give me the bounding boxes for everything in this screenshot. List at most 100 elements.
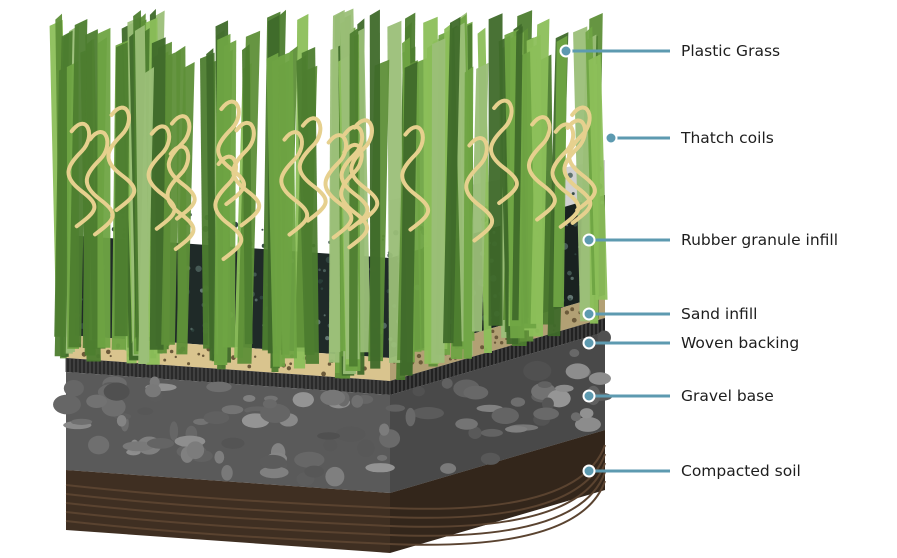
grass-blade xyxy=(134,24,150,363)
rubber-granule xyxy=(325,335,330,341)
gravel-stone xyxy=(145,384,161,398)
sand-speck xyxy=(418,360,423,365)
gravel-stone xyxy=(137,407,154,415)
thatch-coil xyxy=(562,118,593,225)
gravel-stone xyxy=(101,397,126,417)
grass-blade xyxy=(588,54,608,300)
rubber-granule xyxy=(318,268,321,272)
thatch-coil xyxy=(323,133,354,240)
gravel-stone xyxy=(323,439,338,452)
gravel-stone xyxy=(385,404,406,412)
gravel-stone xyxy=(379,423,390,436)
gravel-stone xyxy=(320,389,346,406)
grass-blade xyxy=(242,44,253,345)
thatch-coil xyxy=(400,125,430,232)
thatch-coil xyxy=(66,121,97,229)
gravel-stone xyxy=(480,452,501,465)
sand-speck xyxy=(201,354,205,358)
label-rubber-granule-infill: Rubber granule infill xyxy=(681,231,839,249)
thatch-coil xyxy=(106,105,137,213)
grass-blade xyxy=(369,9,381,369)
thatch-coil xyxy=(349,118,380,225)
gravel-stone xyxy=(294,451,325,468)
gravel-stone xyxy=(510,397,526,407)
gravel-stone xyxy=(523,360,552,381)
sand-speck xyxy=(416,353,422,359)
sand-speck xyxy=(109,354,112,358)
grass-blade xyxy=(431,38,446,363)
rubber-granule xyxy=(261,228,264,231)
thatch-coil xyxy=(213,154,244,262)
gravel-stone xyxy=(463,385,489,400)
rubber-granule xyxy=(570,276,574,281)
grass-blade xyxy=(114,41,130,337)
woven-backing-layer xyxy=(66,318,605,395)
gravel-stone xyxy=(555,384,574,393)
sand-speck xyxy=(197,352,201,356)
rubber-granule xyxy=(322,269,326,273)
thatch-coil xyxy=(166,114,197,221)
gravel-stone xyxy=(317,432,341,440)
gravel-stone xyxy=(412,406,444,420)
gravel-stone xyxy=(405,407,416,427)
thatch-coil xyxy=(527,115,557,222)
grass-blade xyxy=(530,18,550,324)
gravel-stone xyxy=(533,407,559,420)
rubber-granule xyxy=(320,287,324,290)
grass-blade xyxy=(349,27,359,367)
leader-dot-compacted-soil xyxy=(582,464,596,478)
gravel-stone xyxy=(243,394,256,402)
rubber-granule xyxy=(323,314,326,317)
grass-blade xyxy=(469,62,489,332)
grass-blade xyxy=(512,25,523,321)
gravel-stone xyxy=(203,411,230,425)
leader-dot-sand-infill xyxy=(582,307,596,321)
sand-speck xyxy=(174,355,177,359)
grass-blade xyxy=(278,50,297,359)
rubber-granule xyxy=(574,253,577,256)
leader-dot-plastic-grass xyxy=(559,44,573,58)
gravel-stone xyxy=(455,418,478,430)
gravel-stone xyxy=(335,426,366,442)
thatch-coil xyxy=(550,122,581,229)
sand-speck xyxy=(564,310,570,315)
thatch-coil xyxy=(165,144,196,251)
gravel-stone xyxy=(206,381,232,393)
thatch-coil xyxy=(216,99,246,207)
label-sand-infill: Sand infill xyxy=(681,305,758,323)
grass-blade xyxy=(553,35,568,307)
gravel-stone xyxy=(304,465,325,478)
grass-blade xyxy=(266,52,286,367)
soil-streak xyxy=(65,471,606,537)
grass-blade xyxy=(97,27,111,348)
gravel-stone xyxy=(259,454,287,469)
gravel-stone xyxy=(412,386,425,397)
gravel-stone xyxy=(71,418,93,425)
sand-speck xyxy=(571,317,577,323)
gravel-stone xyxy=(259,466,289,479)
soil-streak xyxy=(65,444,606,510)
sand-speck xyxy=(106,349,111,355)
sand-speck xyxy=(286,366,292,371)
thatch-coil xyxy=(339,124,370,232)
grass-blade xyxy=(463,66,474,359)
gravel-stone xyxy=(88,435,110,455)
gravel-stone xyxy=(214,450,225,464)
grass-blade xyxy=(442,16,461,344)
grass-blade xyxy=(222,40,237,348)
sand-speck xyxy=(247,364,252,369)
gravel-stone xyxy=(116,414,127,427)
gravel-stone xyxy=(588,372,611,385)
gravel-stone xyxy=(579,408,594,419)
soil-streak xyxy=(65,453,606,519)
sand-speck xyxy=(163,358,167,362)
soil-streak xyxy=(65,462,606,528)
grass-blade xyxy=(161,50,181,345)
gravel-stone xyxy=(597,330,611,345)
sand-speck xyxy=(169,349,174,354)
gravel-stone xyxy=(569,349,580,358)
gravel-stone xyxy=(122,441,154,452)
gravel-stone xyxy=(376,454,388,461)
rubber-granule xyxy=(259,295,264,300)
